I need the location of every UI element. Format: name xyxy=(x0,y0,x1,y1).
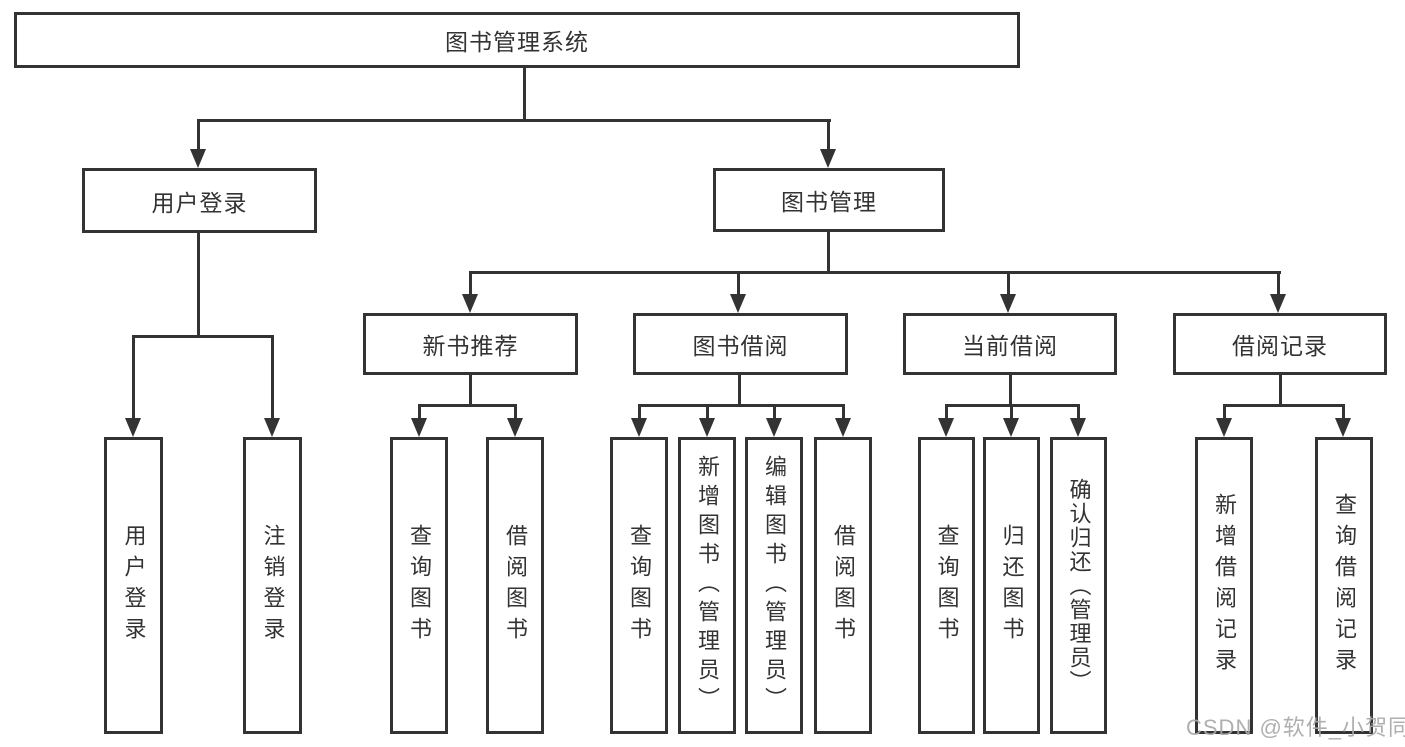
edge-root-drop xyxy=(523,68,526,122)
leaf-borrow-book: 借阅图书 xyxy=(814,437,872,734)
edge-new-book-recommend-drop xyxy=(469,375,472,406)
arrowhead-down-icon xyxy=(938,418,954,437)
arrowhead-down-icon xyxy=(1335,418,1351,437)
leaf-edit-book-admin: 编辑图书（管理员） xyxy=(745,437,803,734)
node-borrow-records: 借阅记录 xyxy=(1173,313,1387,375)
leaf-user-login: 用户登录 xyxy=(104,437,163,734)
leaf-confirm-return-admin: 确认归还（管理员） xyxy=(1050,437,1107,734)
edge-book-borrow-bus xyxy=(638,404,844,407)
node-user-login: 用户登录 xyxy=(82,168,317,233)
edge-user-login-bus xyxy=(132,335,274,338)
edge-to-leaf xyxy=(1077,404,1080,421)
arrowhead-down-icon xyxy=(507,418,523,437)
edge-book-management-drop xyxy=(827,232,830,274)
edge-to-leaf xyxy=(418,404,421,421)
leaf-query-book-recommend: 查询图书 xyxy=(390,437,448,734)
edge-user-login-drop xyxy=(197,233,200,338)
edge-to-leaf xyxy=(1342,404,1345,421)
arrowhead-down-icon xyxy=(1070,418,1086,437)
edge-to-book-borrow xyxy=(737,271,740,297)
arrowhead-down-icon xyxy=(820,149,836,168)
edge-to-leaf xyxy=(1010,404,1013,421)
node-root: 图书管理系统 xyxy=(14,12,1020,68)
leaf-logout: 注销登录 xyxy=(243,437,302,734)
edge-to-leaf xyxy=(773,404,776,421)
arrowhead-down-icon xyxy=(190,149,206,168)
arrowhead-down-icon xyxy=(264,418,280,437)
arrowhead-down-icon xyxy=(835,418,851,437)
edge-to-borrow-records xyxy=(1277,271,1280,297)
node-new-book-recommend: 新书推荐 xyxy=(363,313,578,375)
arrowhead-down-icon xyxy=(462,294,478,313)
edge-current-borrow-drop xyxy=(1009,375,1012,406)
leaf-query-book-current: 查询图书 xyxy=(918,437,975,734)
arrowhead-down-icon xyxy=(411,418,427,437)
edge-borrow-records-bus xyxy=(1223,404,1344,407)
node-current-borrow: 当前借阅 xyxy=(903,313,1117,375)
leaf-add-borrow-record: 新增借阅记录 xyxy=(1195,437,1253,734)
edge-to-leaf xyxy=(638,404,641,421)
arrowhead-down-icon xyxy=(1003,418,1019,437)
edge-to-book-management xyxy=(827,119,830,151)
edge-new-book-recommend-bus xyxy=(418,404,517,407)
edge-to-leaf-logout xyxy=(271,335,274,421)
edge-level3-bus xyxy=(469,271,1281,274)
arrowhead-down-icon xyxy=(1000,294,1016,313)
leaf-return-book: 归还图书 xyxy=(983,437,1040,734)
watermark: CSDN @软件_小贺同学 xyxy=(1186,715,1405,740)
leaf-borrow-book-recommend: 借阅图书 xyxy=(486,437,544,734)
arrowhead-down-icon xyxy=(1216,418,1232,437)
arrowhead-down-icon xyxy=(766,418,782,437)
arrowhead-down-icon xyxy=(730,294,746,313)
edge-book-borrow-drop xyxy=(738,375,741,406)
edge-to-leaf-user-login xyxy=(132,335,135,421)
edge-to-leaf xyxy=(945,404,948,421)
node-book-borrow: 图书借阅 xyxy=(633,313,848,375)
arrowhead-down-icon xyxy=(699,418,715,437)
leaf-query-borrow-record: 查询借阅记录 xyxy=(1315,437,1373,734)
edge-level2-bus xyxy=(197,119,831,122)
edge-to-new-book-recommend xyxy=(469,271,472,297)
edge-to-leaf xyxy=(706,404,709,421)
leaf-query-book-borrow: 查询图书 xyxy=(610,437,668,734)
edge-to-current-borrow xyxy=(1007,271,1010,297)
leaf-add-book-admin: 新增图书（管理员） xyxy=(678,437,736,734)
arrowhead-down-icon xyxy=(125,418,141,437)
arrowhead-down-icon xyxy=(1270,294,1286,313)
edge-to-user-login xyxy=(197,119,200,151)
node-book-management: 图书管理 xyxy=(713,168,945,232)
edge-to-leaf xyxy=(1223,404,1226,421)
edge-to-leaf xyxy=(842,404,845,421)
edge-borrow-records-drop xyxy=(1279,375,1282,406)
arrowhead-down-icon xyxy=(631,418,647,437)
edge-to-leaf xyxy=(514,404,517,421)
